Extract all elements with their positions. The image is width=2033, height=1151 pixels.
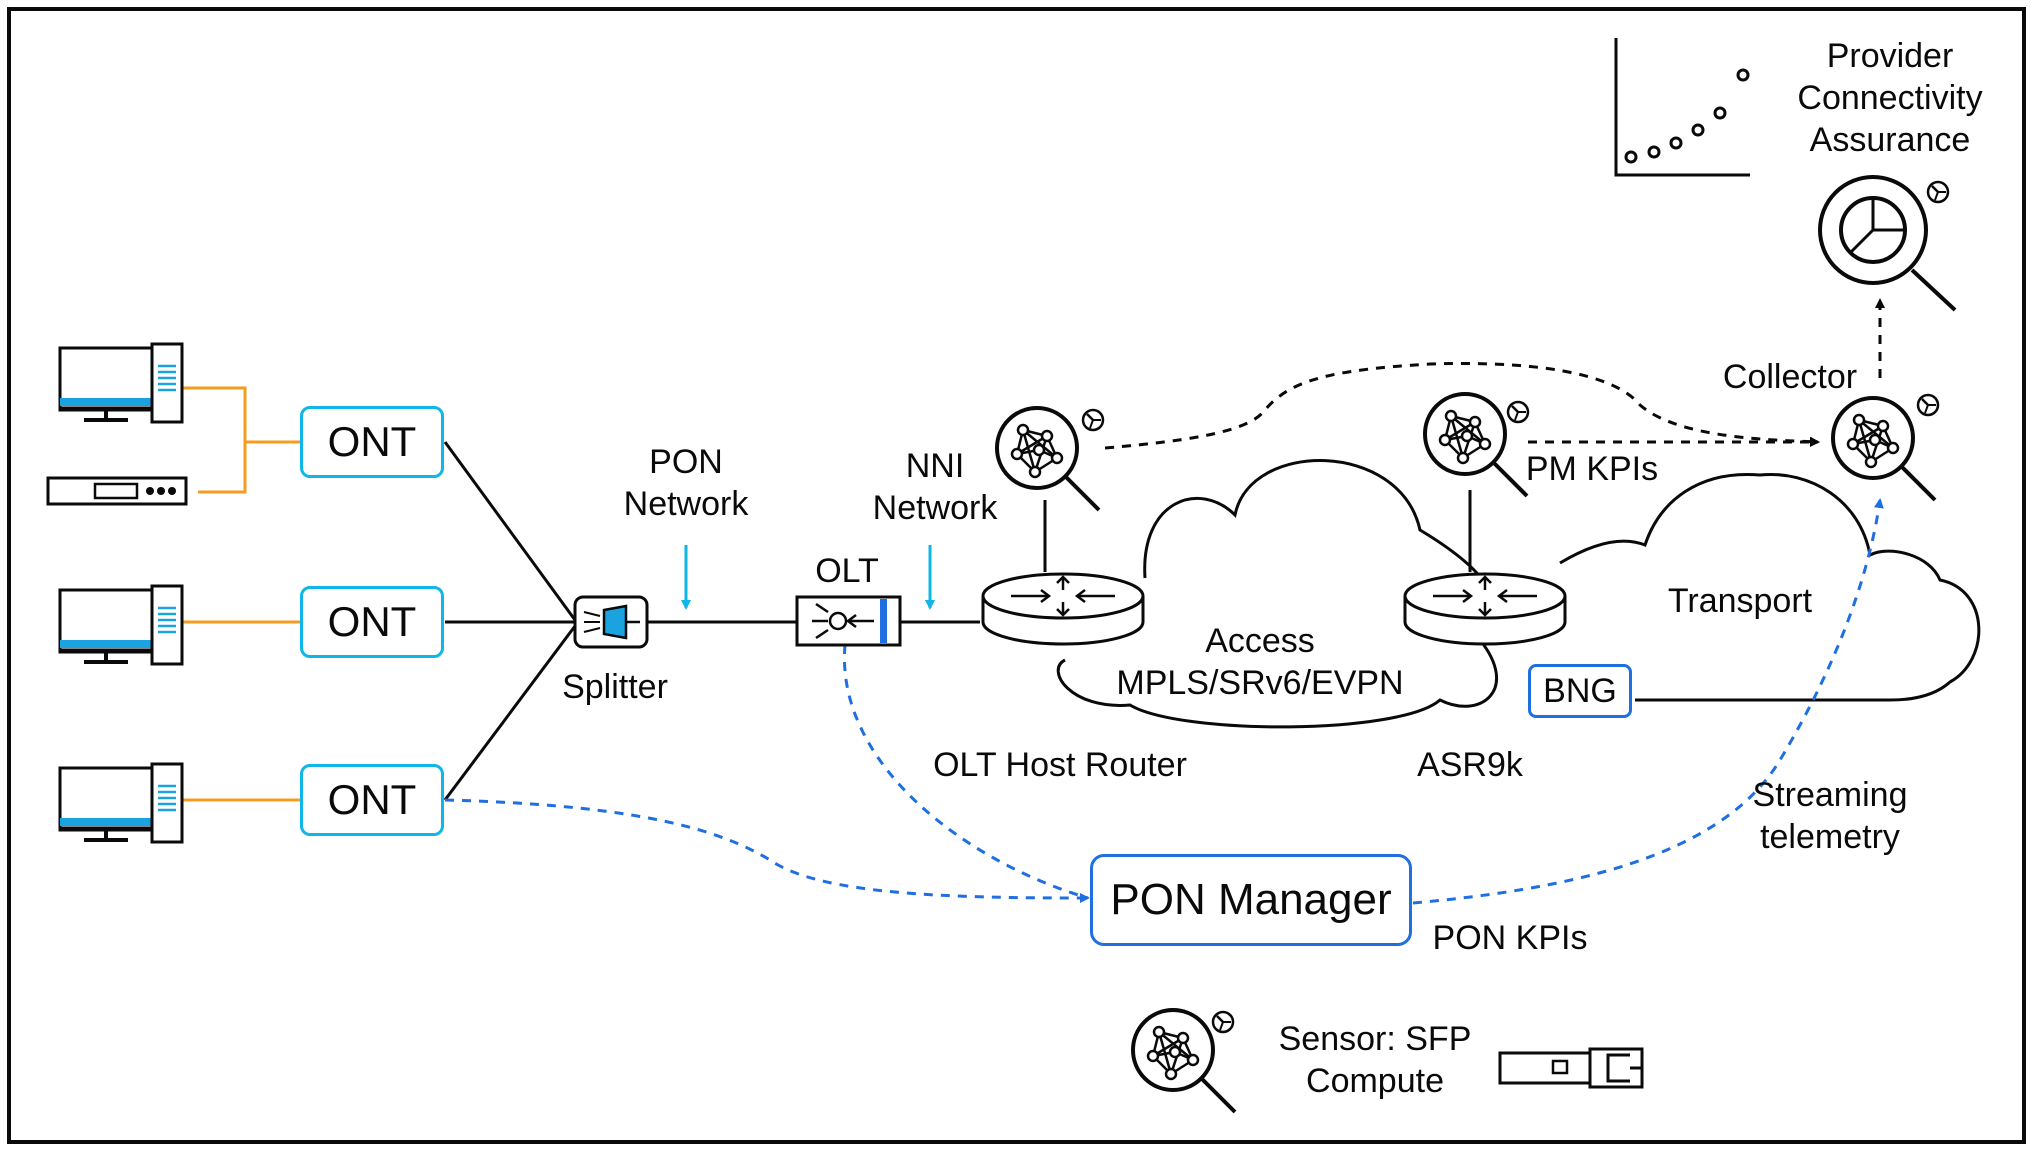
sfp-module-icon: [1498, 1047, 1644, 1089]
provider-line2: Connectivity: [1797, 79, 1983, 117]
set-top-box-icon: [46, 476, 188, 506]
streaming-line2: telemetry: [1760, 818, 1900, 856]
desktop-computer-icon: [58, 762, 184, 844]
olt-icon: [795, 595, 902, 647]
streaming-telemetry-dashed: [1412, 498, 1884, 905]
pon-kpis-label: PON KPIs: [1432, 919, 1588, 957]
pon-network-line2: Network: [623, 485, 749, 523]
bng-box[interactable]: BNG: [1528, 664, 1632, 718]
provider-line1: Provider: [1826, 37, 1954, 75]
access-line2: MPLS/SRv6/EVPN: [1116, 664, 1404, 702]
asr9k-label: ASR9k: [1417, 746, 1523, 784]
nni-network-label: NNI Network: [850, 445, 1020, 529]
sensor-label: Sensor: SFP Compute: [1255, 1018, 1495, 1102]
gauge-icon: [1081, 408, 1105, 432]
desktop-computer-icon: [58, 342, 184, 424]
ont-box-3[interactable]: ONT: [300, 764, 444, 836]
device-link-1: [182, 386, 300, 444]
desktop-computer-icon: [58, 584, 184, 666]
ont3-to-pon-manager-dashed: [444, 798, 1090, 903]
dashboard-magnifier-icon: [1818, 175, 1957, 312]
sensor-magnifier-icon: [1831, 396, 1937, 502]
fiber-ont3-splitter: [443, 625, 577, 801]
pon-network-label: PON Network: [606, 441, 766, 525]
sensor-line2: Compute: [1306, 1062, 1444, 1100]
device-link-2: [198, 442, 247, 494]
access-line1: Access: [1205, 622, 1315, 660]
olt-host-router-label: OLT Host Router: [933, 746, 1187, 784]
fiber-ont1-splitter: [443, 441, 577, 621]
gauge-icon: [1926, 180, 1950, 204]
collector-label: Collector: [1722, 358, 1858, 396]
ont-box-1[interactable]: ONT: [300, 406, 444, 478]
diagram-border: [7, 7, 2026, 1144]
splitter-label: Splitter: [562, 668, 668, 706]
splitter-icon: [573, 595, 649, 649]
streaming-line1: Streaming: [1752, 776, 1908, 814]
nni-network-line1: NNI: [905, 447, 965, 485]
pon-network-line1: PON: [649, 443, 723, 481]
scatter-plot-icon: [1614, 38, 1750, 177]
transport-label: Transport: [1667, 582, 1813, 620]
gauge-icon: [1506, 400, 1530, 424]
provider-connectivity-assurance-label: Provider Connectivity Assurance: [1760, 35, 2020, 161]
provider-line3: Assurance: [1809, 121, 1971, 159]
sensor-line1: Sensor: SFP: [1278, 1020, 1472, 1058]
pon-manager-box[interactable]: PON Manager: [1090, 854, 1412, 946]
access-label: Access MPLS/SRv6/EVPN: [1080, 620, 1440, 704]
gauge-icon: [1916, 393, 1940, 417]
transport-cloud: [1559, 472, 1981, 702]
olt-to-pon-manager-dashed: [842, 644, 1089, 900]
nni-network-line2: Network: [872, 489, 998, 527]
ont-box-2[interactable]: ONT: [300, 586, 444, 658]
olt-label: OLT: [815, 552, 879, 590]
streaming-telemetry-label: Streaming telemetry: [1715, 774, 1945, 858]
gauge-icon: [1211, 1010, 1235, 1034]
sensor1-to-collector-dashed: [1104, 362, 1820, 450]
pm-kpis-label: PM KPIs: [1525, 450, 1659, 488]
